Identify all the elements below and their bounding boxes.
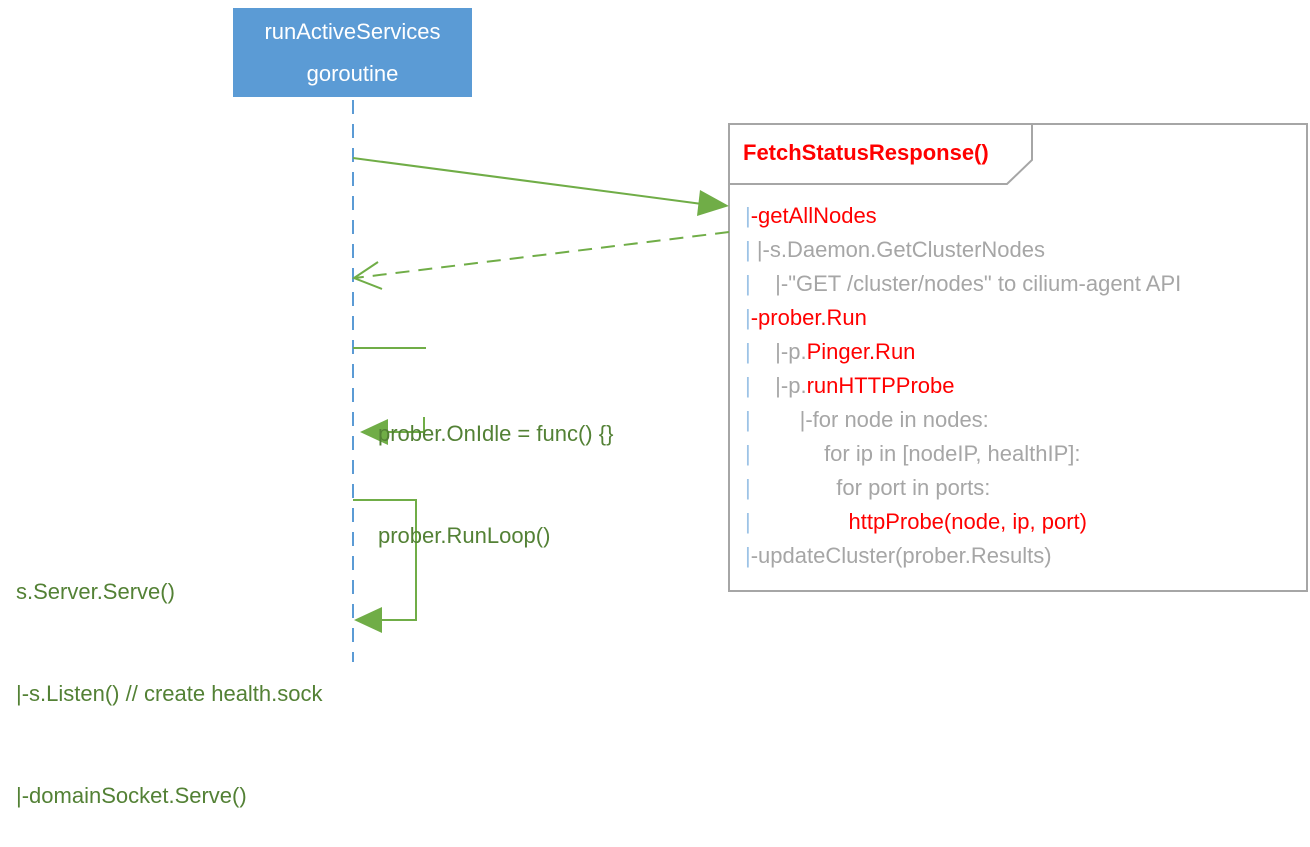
note-line: prober.OnIdle = func() {} [378,421,614,446]
tree-bar: | [745,237,751,262]
return-arrow-line [354,231,730,279]
frame-line: | |-for node in nodes: [745,403,989,437]
frame-line: |-prober.Run [745,301,867,335]
frame-line: | |-p.Pinger.Run [745,335,915,369]
frame-line: | for port in ports: [745,471,990,505]
line-call: getAllNodes [758,203,877,228]
tree-bar: | [745,407,751,432]
actor-type: goroutine [306,61,399,86]
tree-bar: | [745,543,751,568]
self-call-server-line [353,499,417,621]
note-line: s.Server.Serve() [16,579,175,604]
line-prefix: - [750,203,759,228]
frame-title-tab [729,124,1033,185]
self-call-server-note: s.Server.Serve() |-s.Listen() // create … [16,507,323,847]
note-line: prober.RunLoop() [378,523,551,548]
line-prefix [751,509,849,534]
line-prefix: |-p. [750,373,807,398]
self-call-server-arrowhead [354,607,382,633]
line-prefix: - [750,305,759,330]
line-call: httpProbe(node, ip, port) [848,509,1087,534]
line-prefix: |-s.Daemon.GetClusterNodes [750,237,1045,262]
line-prefix: for ip in [nodeIP, healthIP]: [750,441,1081,466]
line-prefix: |-for node in nodes: [750,407,989,432]
tree-bar: | [745,475,751,500]
frame-line: | |-p.runHTTPProbe [745,369,955,403]
line-prefix: for port in ports: [750,475,991,500]
tree-bar: | [745,509,751,534]
note-line: |-s.Listen() // create health.sock [16,681,323,706]
frame-line: | |-s.Daemon.GetClusterNodes [745,233,1045,267]
return-arrow-head [351,261,383,290]
tree-bar: | [745,203,751,228]
line-prefix: |-p. [750,339,807,364]
line-prefix: |-"GET /cluster/nodes" to cilium-agent A… [750,271,1182,296]
frame-line: |-getAllNodes [745,199,877,233]
line-prefix: -updateCluster(prober.Results) [750,543,1052,568]
line-call: prober.Run [758,305,867,330]
tree-bar: | [745,373,751,398]
frame-line: |-updateCluster(prober.Results) [745,539,1052,573]
line-call: runHTTPProbe [806,373,955,398]
frame-title: FetchStatusResponse() [743,140,989,165]
frame-line: | httpProbe(node, ip, port) [745,505,1087,539]
tree-bar: | [745,339,751,364]
actor-name: runActiveServices [264,19,441,44]
sequence-diagram-canvas [351,100,1308,662]
call-arrow-head [697,190,729,216]
line-call: Pinger.Run [806,339,916,364]
call-arrow-line [352,157,703,205]
frame-line: | for ip in [nodeIP, healthIP]: [745,437,1081,471]
tree-bar: | [745,271,751,296]
self-call-prober-arrowhead [360,419,388,445]
self-call-prober-note: prober.OnIdle = func() {} prober.RunLoop… [378,349,613,587]
actor-run-active-services: runActiveServices goroutine [233,8,472,97]
tree-bar: | [745,305,751,330]
frame-line: | |-"GET /cluster/nodes" to cilium-agent… [745,267,1181,301]
frame-box [728,123,1308,592]
tree-bar: | [745,441,751,466]
self-call-prober-return [385,417,425,433]
note-line: |-domainSocket.Serve() [16,783,247,808]
